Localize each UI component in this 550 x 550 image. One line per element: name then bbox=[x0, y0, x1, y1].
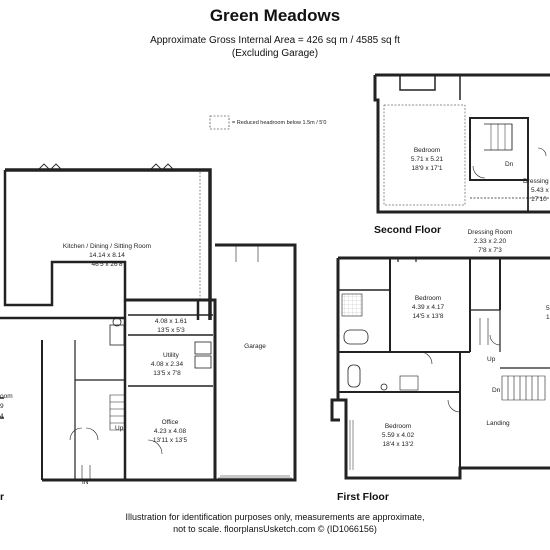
stair-dn-first: Dn bbox=[492, 387, 501, 394]
room-name-utility: Utility bbox=[163, 352, 180, 359]
room-name-bed2: Bedroom bbox=[414, 147, 440, 154]
room-size-utility-imperial: 13'5 x 7'8 bbox=[153, 370, 181, 377]
room-size-bed1b-metric: 5.59 x 4.02 bbox=[382, 432, 415, 439]
room-size-dressing1-imperial: 7'8 x 7'3 bbox=[478, 247, 502, 254]
room-name-dressing2: Dressing bbox=[523, 178, 549, 185]
room-name-office: Office bbox=[162, 419, 179, 426]
ground-floor-walls bbox=[0, 163, 217, 482]
room-size-bed2-imperial: 18'9 x 17'1 bbox=[411, 165, 442, 172]
room-size-kitchen-imperial: 46'5 x 26'8 bbox=[91, 261, 122, 268]
room-name-bed1b: Bedroom bbox=[385, 423, 411, 430]
room-name-landing: Landing bbox=[486, 420, 510, 427]
room-size-bed1a-imperial: 14'5 x 13'8 bbox=[412, 313, 443, 320]
room-size-bed1b-imperial: 18'4 x 13'2 bbox=[382, 441, 413, 448]
area-line: Approximate Gross Internal Area = 426 sq… bbox=[150, 35, 400, 46]
room-name-left: oom bbox=[0, 393, 13, 400]
room-size-utility-metric: 4.08 x 2.34 bbox=[151, 361, 184, 368]
room-size-dressing2-imperial: 17'10 bbox=[531, 196, 547, 203]
disclaimer-line: Illustration for identification purposes… bbox=[125, 512, 425, 522]
copyright-line: not to scale. floorplansUsketch.com © (I… bbox=[173, 524, 377, 534]
garage-outline bbox=[215, 243, 297, 482]
second-floor-walls bbox=[373, 73, 550, 214]
room-size-office-metric: 4.23 x 4.08 bbox=[154, 428, 187, 435]
room-name-dressing1: Dressing Room bbox=[468, 229, 513, 236]
headroom-legend-swatch bbox=[209, 115, 230, 130]
stair-up-ground: Up bbox=[115, 425, 124, 432]
room-size-left-imperial: 4 bbox=[0, 413, 4, 420]
area-note: (Excluding Garage) bbox=[231, 48, 319, 59]
first-floor-walls bbox=[330, 256, 550, 480]
room-size-bed1a-metric: 4.39 x 4.17 bbox=[412, 304, 445, 311]
room-size-bed2-metric: 5.71 x 5.21 bbox=[411, 156, 444, 163]
room-size-left-metric: 9 bbox=[0, 403, 4, 410]
room-name-bed1a: Bedroom bbox=[415, 295, 441, 302]
stair-dn-second: Dn bbox=[505, 161, 514, 168]
stair-up-first: Up bbox=[487, 356, 496, 363]
room-size-bed1c-imperial: 1 bbox=[546, 314, 550, 321]
headroom-legend-label: = Reduced headroom below 1.5m / 5'0 bbox=[232, 120, 326, 126]
floor-label-second: Second Floor bbox=[374, 224, 441, 236]
entrance-label: IN bbox=[82, 479, 89, 486]
room-size-kitchen-metric: 14.14 x 8.14 bbox=[89, 252, 125, 259]
room-size-office-imperial: 13'11 x 13'5 bbox=[153, 437, 188, 444]
room-size-store-metric: 4.08 x 1.61 bbox=[155, 318, 188, 325]
room-name-kitchen: Kitchen / Dining / Sitting Room bbox=[63, 243, 151, 250]
floor-label-first: First Floor bbox=[337, 491, 389, 503]
floor-label-ground: r bbox=[0, 491, 4, 503]
room-size-bed1c-metric: 5 bbox=[546, 305, 550, 312]
room-size-dressing1-metric: 2.33 x 2.20 bbox=[474, 238, 507, 245]
room-size-store-imperial: 13'5 x 5'3 bbox=[157, 327, 185, 334]
room-size-dressing2-metric: 5.43 x bbox=[531, 187, 549, 194]
room-name-garage: Garage bbox=[244, 343, 266, 350]
property-title: Green Meadows bbox=[209, 6, 341, 25]
